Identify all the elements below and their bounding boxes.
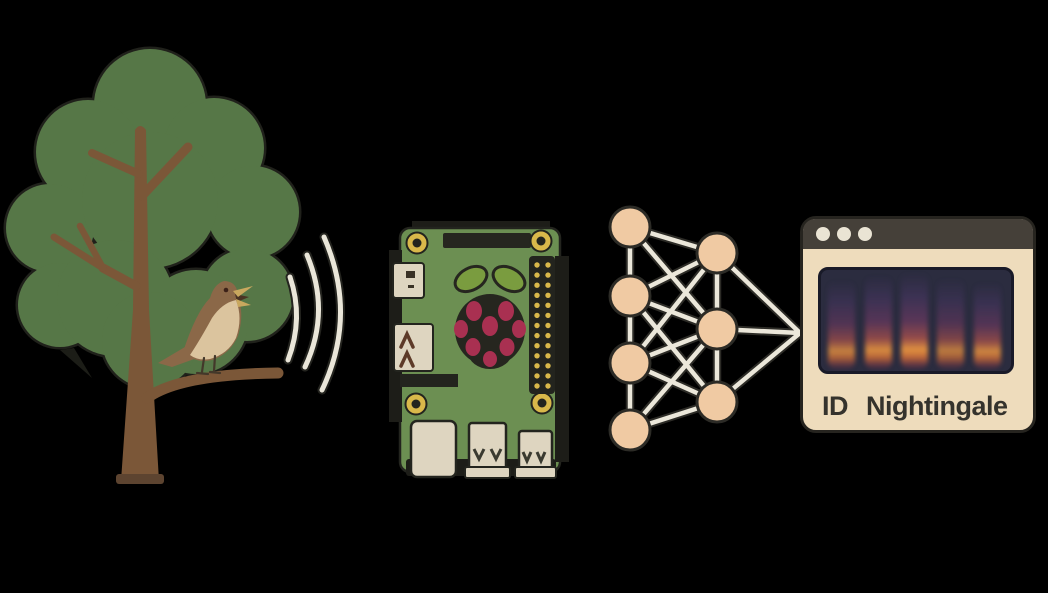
gpio-header xyxy=(529,256,555,394)
input-node xyxy=(608,408,652,452)
input-node xyxy=(608,341,652,385)
spectrogram-column xyxy=(900,273,928,369)
species-id-label: ID Nightingale xyxy=(822,391,1008,422)
window-controls xyxy=(803,219,1033,249)
board-chip-bar xyxy=(400,374,458,387)
raspberry-logo-icon xyxy=(453,264,527,369)
spectrogram xyxy=(818,267,1014,374)
usb-port-side xyxy=(393,323,434,372)
bird-beak-lower xyxy=(236,299,251,307)
bird-breast xyxy=(190,300,240,360)
hidden-node xyxy=(695,231,739,275)
raspberry-pi-icon xyxy=(389,221,569,479)
pi-right-shadow xyxy=(555,256,569,462)
bird-legs xyxy=(195,354,222,376)
trunk-base xyxy=(116,474,164,484)
tree-trunk xyxy=(50,126,284,484)
spectrogram-column xyxy=(864,275,892,369)
bird-eye xyxy=(223,287,229,293)
window-control-dot xyxy=(816,227,830,241)
camera-connector xyxy=(443,233,539,248)
hidden-node xyxy=(695,307,739,351)
input-node xyxy=(608,205,652,249)
network-nodes xyxy=(608,205,739,452)
canopy-shadow-accent xyxy=(60,348,92,378)
port-usb-1 xyxy=(467,421,508,475)
gpio-pins xyxy=(534,262,551,389)
hidden-node xyxy=(695,380,739,424)
sound-waves-icon xyxy=(288,237,341,390)
spectrogram-column xyxy=(936,278,964,369)
input-node xyxy=(608,274,652,318)
window-control-dot xyxy=(858,227,872,241)
neural-network-icon xyxy=(608,205,800,452)
bird-perch-branch xyxy=(141,367,284,404)
bird-icon xyxy=(158,281,253,376)
tree-canopy xyxy=(6,49,299,388)
bird-beak-upper xyxy=(233,286,253,297)
bottom-ports xyxy=(409,419,557,479)
tree-icon xyxy=(3,46,302,484)
window-control-dot xyxy=(837,227,851,241)
hdmi-port xyxy=(392,262,425,299)
port-large xyxy=(409,419,458,479)
spectrogram-column xyxy=(827,280,855,369)
id-label: ID xyxy=(822,391,849,421)
app-window: ID Nightingale xyxy=(800,216,1036,433)
species-name: Nightingale xyxy=(866,391,1008,421)
spectrogram-column xyxy=(973,282,1001,369)
